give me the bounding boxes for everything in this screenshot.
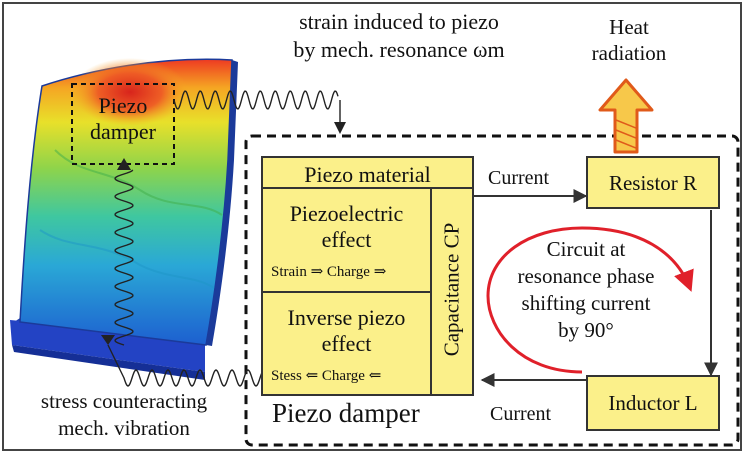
heat-annotation: Heat radiation bbox=[574, 14, 684, 66]
heat-radiation-arrow bbox=[598, 78, 654, 154]
stress-wave-horizontal bbox=[107, 344, 263, 387]
inductor-label: Inductor L bbox=[608, 391, 698, 415]
piezo-damper-region bbox=[244, 134, 740, 447]
capacitance-box: Capacitance CP bbox=[430, 187, 474, 396]
piezo-patch-outline bbox=[71, 83, 175, 165]
circuit-note-line3: shifting current bbox=[521, 291, 651, 315]
blade-piezo-label: Piezo damper bbox=[72, 93, 174, 145]
stress-arrowhead-up bbox=[117, 158, 131, 170]
piezoelectric-effect-box: Piezoelectric effect Strain ⇒ Charge ⇒ bbox=[261, 187, 432, 293]
piezoelectric-effect-title: Piezoelectric effect bbox=[263, 201, 430, 253]
stress-annotation-line1: stress counteracting bbox=[40, 389, 208, 413]
capacitance-label: Capacitance CP bbox=[439, 222, 464, 357]
inductor-box: Inductor L bbox=[586, 375, 720, 431]
strain-arrowhead bbox=[334, 122, 346, 134]
blade-piezo-label-line2: damper bbox=[90, 119, 156, 144]
inverse-piezo-flow: Stess ⇐ Charge ⇐ bbox=[271, 368, 382, 384]
heat-annotation-line1: Heat bbox=[609, 15, 649, 39]
inverse-piezo-effect-title: Inverse piezo effect bbox=[263, 305, 430, 357]
blade-root bbox=[10, 320, 205, 372]
stress-arrowhead-down bbox=[101, 335, 115, 345]
current-label-bottom: Current bbox=[490, 403, 552, 425]
circuit-note: Circuit at resonance phase shifting curr… bbox=[486, 236, 686, 344]
piezoelectric-flow: Strain ⇒ Charge ⇒ bbox=[271, 264, 387, 280]
piezo-damper-label: Piezo damper bbox=[272, 398, 420, 428]
inverse-piezo-effect-line1: Inverse piezo bbox=[287, 305, 406, 330]
circuit-note-line4: by 90° bbox=[558, 318, 614, 342]
inverse-piezo-effect-line2: effect bbox=[321, 331, 372, 356]
blade-piezo-label-line1: Piezo bbox=[98, 93, 148, 118]
circuit-note-line1: Circuit at bbox=[546, 237, 626, 261]
piezoelectric-effect-line2: effect bbox=[321, 227, 372, 252]
piezo-material-label: Piezo material bbox=[304, 162, 431, 187]
strain-annotation: strain induced to piezo by mech. resonan… bbox=[268, 8, 530, 64]
current-label-top: Current bbox=[488, 167, 550, 189]
piezoelectric-effect-line1: Piezoelectric bbox=[289, 201, 404, 226]
phase-shift-arc bbox=[486, 226, 694, 374]
stress-wave-vertical bbox=[114, 169, 134, 346]
circuit-note-line2: resonance phase bbox=[517, 264, 655, 288]
stress-annotation: stress counteracting mech. vibration bbox=[6, 388, 242, 442]
inverse-piezo-effect-box: Inverse piezo effect Stess ⇐ Charge ⇐ bbox=[261, 291, 432, 396]
stress-annotation-line2: mech. vibration bbox=[58, 416, 190, 440]
piezo-material-header: Piezo material bbox=[261, 156, 474, 189]
strain-annotation-line1: strain induced to piezo bbox=[299, 9, 499, 34]
strain-annotation-line2: by mech. resonance ωm bbox=[293, 37, 505, 62]
resistor-label: Resistor R bbox=[608, 171, 698, 195]
resistor-box: Resistor R bbox=[586, 156, 720, 209]
strain-wave-line bbox=[173, 90, 341, 122]
heat-annotation-line2: radiation bbox=[591, 41, 667, 65]
